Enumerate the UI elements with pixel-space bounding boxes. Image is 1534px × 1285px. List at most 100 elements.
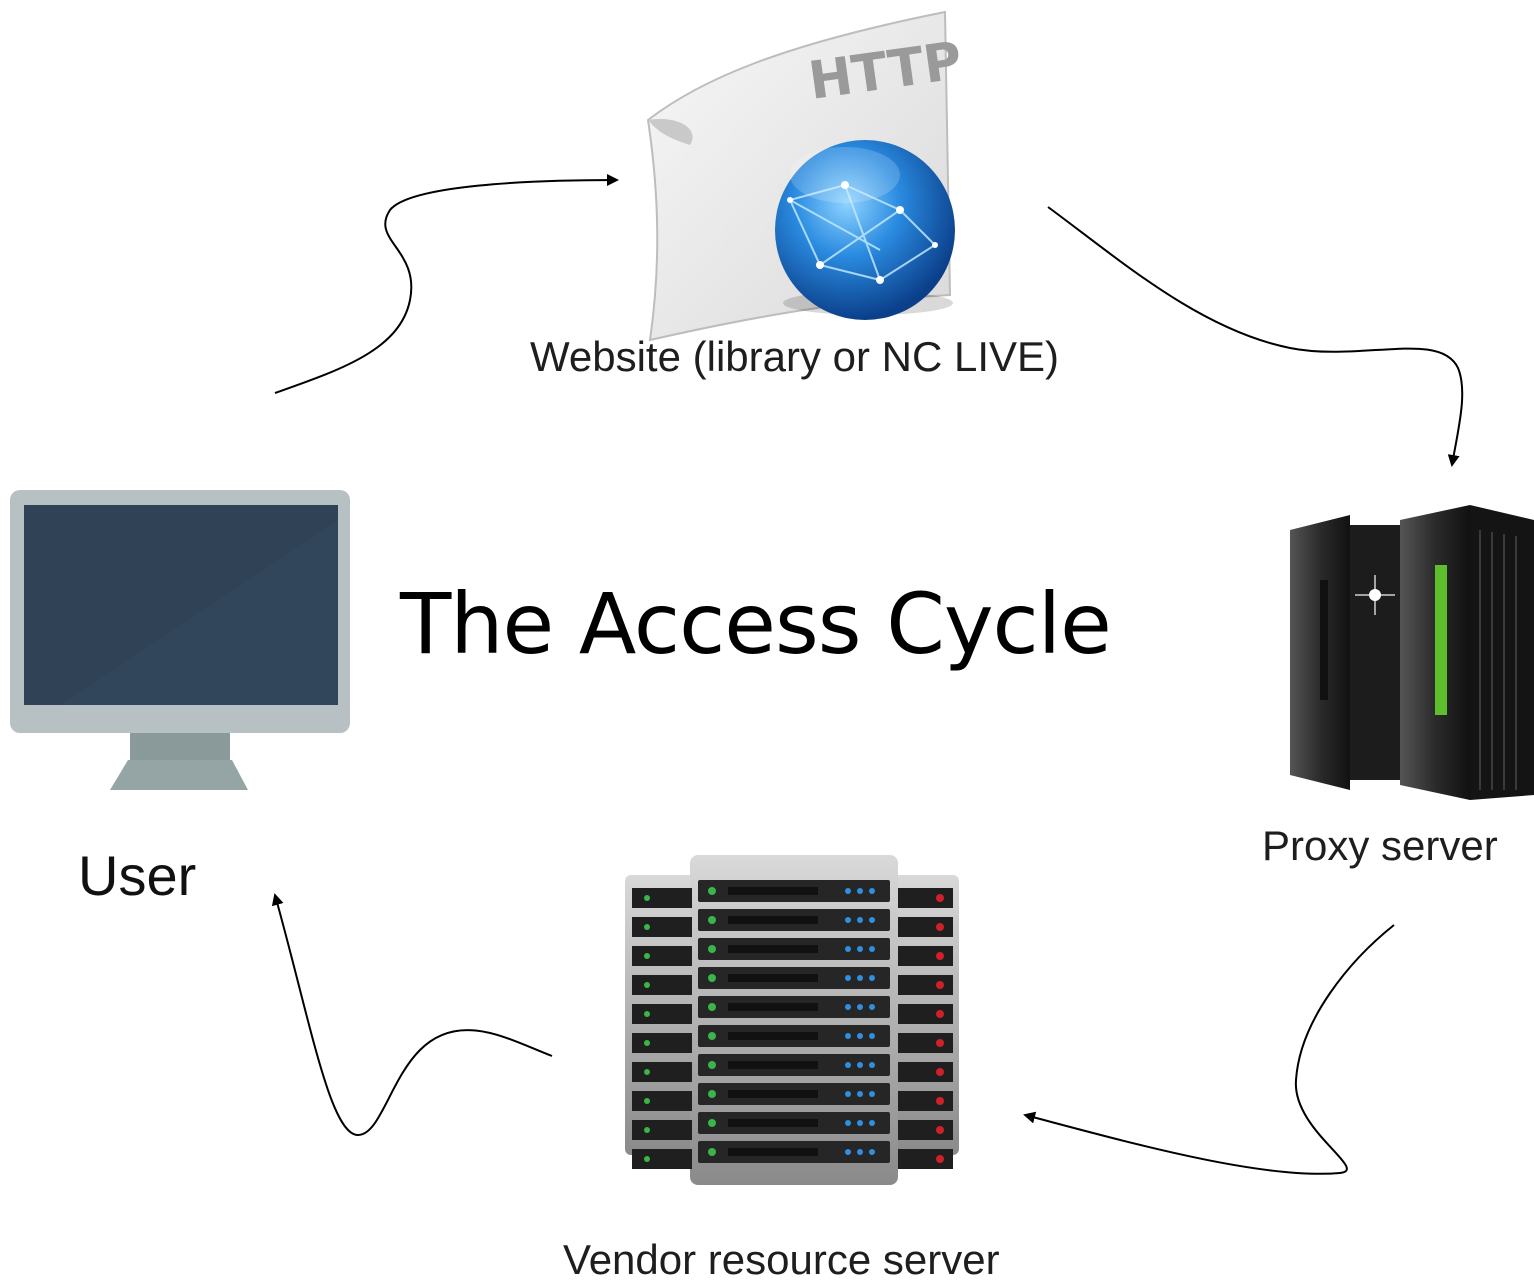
rack-slot-left: [632, 1091, 692, 1111]
rack-led-main: [708, 1061, 716, 1069]
rack-led-blue: [845, 917, 851, 923]
rack-bay: [728, 1003, 818, 1011]
rack-led-blue: [869, 888, 875, 894]
rack-slot-left: [632, 1062, 692, 1082]
rack-led-blue: [845, 975, 851, 981]
rack-slot-right: [898, 1149, 953, 1169]
rack-led-right: [936, 1010, 944, 1018]
rack-led-right: [936, 1068, 944, 1076]
edge-website-to-proxy: [1047, 206, 1464, 467]
rack-bay: [728, 916, 818, 924]
rack-led-blue: [869, 917, 875, 923]
rack-led-main: [708, 945, 716, 953]
rack-slot-right: [898, 917, 953, 937]
rack-slot-right: [898, 1033, 953, 1053]
diagram-title: The Access Cycle: [400, 575, 1112, 673]
rack-led-blue: [845, 1062, 851, 1068]
rack-slot-right: [898, 1120, 953, 1140]
rack-slot-left: [632, 888, 692, 908]
rack-led-blue: [857, 1004, 863, 1010]
rack-slot-right: [898, 1062, 953, 1082]
rack-led-main: [708, 974, 716, 982]
rack-led-left: [644, 1127, 650, 1133]
rack-bay: [728, 1032, 818, 1040]
rack-slot-left: [632, 946, 692, 966]
rack-slot-right: [898, 1004, 953, 1024]
tower-server-icon: [1290, 505, 1534, 800]
rack-led-blue: [857, 1091, 863, 1097]
rack-led-left: [644, 895, 650, 901]
rack-bay: [728, 1119, 818, 1127]
rack-led-right: [936, 894, 944, 902]
rack-led-blue: [845, 1149, 851, 1155]
rack-led-blue: [857, 1033, 863, 1039]
edge-vendor-to-user: [271, 893, 553, 1137]
rack-slot-left: [632, 1149, 692, 1169]
rack-led-blue: [857, 1062, 863, 1068]
rack-slot-right: [898, 888, 953, 908]
rack-led-right: [936, 1126, 944, 1134]
desktop-monitor-icon: [10, 490, 350, 790]
rack-led-blue: [869, 1149, 875, 1155]
rack-led-blue: [869, 1120, 875, 1126]
rack-bay: [728, 1061, 818, 1069]
rack-led-main: [708, 916, 716, 924]
rack-led-left: [644, 953, 650, 959]
rack-led-blue: [857, 975, 863, 981]
rack-led-left: [644, 1156, 650, 1162]
rack-led-blue: [845, 946, 851, 952]
rack-bay: [728, 1148, 818, 1156]
rack-slot-left: [632, 1004, 692, 1024]
rack-led-blue: [845, 1004, 851, 1010]
rack-led-blue: [869, 1062, 875, 1068]
rack-led-right: [936, 1097, 944, 1105]
rack-led-right: [936, 1155, 944, 1163]
rack-slot-left: [632, 1033, 692, 1053]
rack-led-blue: [845, 1033, 851, 1039]
rack-led-left: [644, 1069, 650, 1075]
rack-led-main: [708, 1119, 716, 1127]
rack-led-main: [708, 1090, 716, 1098]
server-rack-icon: [625, 855, 959, 1185]
proxy-server-label: Proxy server: [1262, 822, 1498, 869]
user-label: User: [78, 844, 197, 907]
rack-led-right: [936, 923, 944, 931]
rack-led-main: [708, 887, 716, 895]
rack-led-blue: [857, 1120, 863, 1126]
website-label: Website (library or NC LIVE): [530, 333, 1060, 380]
rack-led-blue: [857, 917, 863, 923]
rack-led-right: [936, 1039, 944, 1047]
edge-proxy-to-vendor: [1023, 924, 1395, 1175]
rack-led-blue: [869, 1004, 875, 1010]
rack-led-left: [644, 1011, 650, 1017]
rack-led-blue: [857, 1149, 863, 1155]
rack-slot-left: [632, 975, 692, 995]
rack-bay: [728, 1090, 818, 1098]
rack-bay: [728, 974, 818, 982]
rack-led-blue: [845, 1120, 851, 1126]
edge-user-to-website: [274, 174, 619, 394]
rack-slot-right: [898, 946, 953, 966]
rack-led-left: [644, 982, 650, 988]
rack-led-left: [644, 924, 650, 930]
rack-bay: [728, 887, 818, 895]
rack-led-blue: [869, 1091, 875, 1097]
rack-led-blue: [869, 975, 875, 981]
rack-slot-right: [898, 975, 953, 995]
rack-led-main: [708, 1032, 716, 1040]
rack-led-left: [644, 1040, 650, 1046]
vendor-server-label: Vendor resource server: [563, 1236, 1000, 1283]
rack-bay: [728, 945, 818, 953]
rack-led-blue: [845, 1091, 851, 1097]
rack-led-blue: [857, 888, 863, 894]
rack-slot-left: [632, 1120, 692, 1140]
rack-led-blue: [869, 946, 875, 952]
rack-led-main: [708, 1148, 716, 1156]
rack-led-left: [644, 1098, 650, 1104]
rack-led-blue: [869, 1033, 875, 1039]
rack-led-blue: [845, 888, 851, 894]
rack-slot-left: [632, 917, 692, 937]
rack-slot-right: [898, 1091, 953, 1111]
rack-led-right: [936, 952, 944, 960]
